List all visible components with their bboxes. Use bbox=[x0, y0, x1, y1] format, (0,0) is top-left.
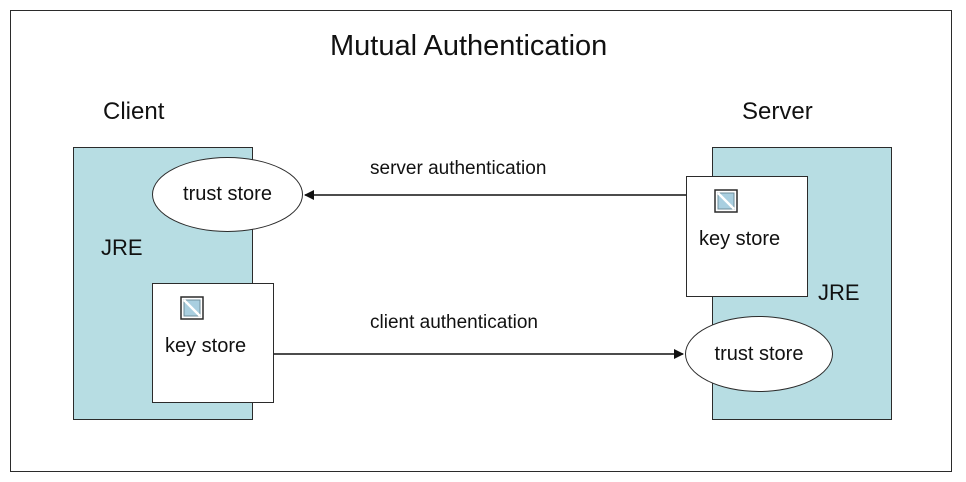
certificate-icon bbox=[714, 189, 738, 213]
client-label: Client bbox=[103, 98, 165, 125]
certificate-icon bbox=[180, 296, 204, 320]
client-authentication-label: client authentication bbox=[370, 312, 538, 333]
client-key-store-label: key store bbox=[165, 335, 247, 357]
server-key-store: key store bbox=[686, 176, 808, 297]
server-jre-label: JRE bbox=[818, 280, 860, 305]
server-label: Server bbox=[742, 98, 813, 125]
server-trust-store-label: trust store bbox=[714, 342, 804, 365]
client-jre-label: JRE bbox=[101, 235, 143, 260]
diagram-title: Mutual Authentication bbox=[330, 30, 608, 62]
server-trust-store: trust store bbox=[685, 316, 833, 392]
server-key-store-label: key store bbox=[699, 228, 781, 250]
client-key-store: key store bbox=[152, 283, 274, 403]
client-trust-store: trust store bbox=[152, 157, 303, 232]
client-trust-store-label: trust store bbox=[183, 183, 272, 205]
server-authentication-label: server authentication bbox=[370, 158, 547, 179]
